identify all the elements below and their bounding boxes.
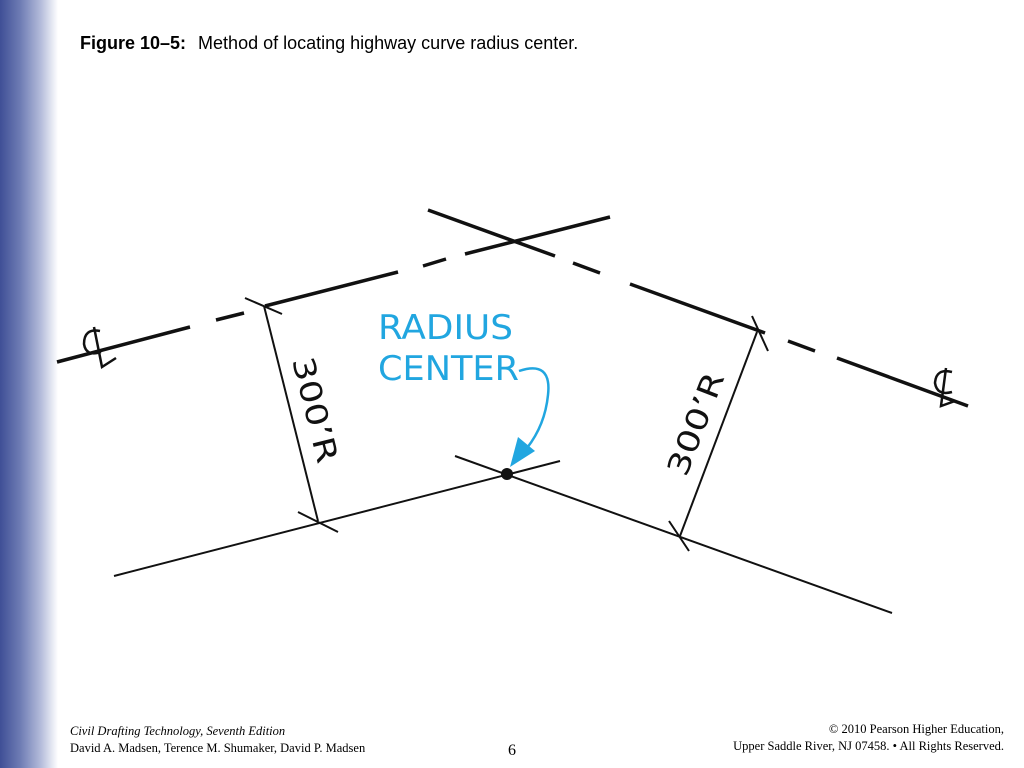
right-centerline-dash-1: [572, 261, 601, 275]
right-centerline-dash-2: [787, 339, 816, 353]
radius-center-label-line1: RADIUS: [378, 308, 513, 348]
left-centerline-dash-4: [464, 215, 611, 256]
left-centerline-dash-2: [215, 311, 245, 322]
book-title: Civil Drafting Technology, Seventh Editi…: [70, 724, 286, 738]
left-tangent-tick: [244, 297, 283, 315]
right-radius-line: [679, 331, 758, 537]
left-offset-tick: [297, 511, 339, 533]
figure-caption: Method of locating highway curve radius …: [198, 33, 579, 53]
footer-copyright: © 2010 Pearson Higher Education, Upper S…: [733, 721, 1004, 755]
page-number: 6: [508, 742, 516, 759]
right-offset-tick: [668, 520, 690, 552]
left-centerline-solid: [264, 270, 399, 308]
right-offset-line: [454, 455, 893, 614]
book-authors: David A. Madsen, Terence M. Shumaker, Da…: [70, 741, 366, 755]
right-tangent-tick: [751, 315, 769, 352]
left-centerline-dash-1: [56, 325, 191, 364]
slide-title: Figure 10–5: Method of locating highway c…: [80, 33, 578, 54]
radius-center-leader: [518, 367, 550, 449]
right-centerline-long: [427, 208, 556, 258]
copyright-line-2: Upper Saddle River, NJ 07458. • All Righ…: [733, 739, 1004, 753]
right-centerline-end: [836, 356, 969, 408]
left-offset-line: [113, 460, 561, 577]
left-centerline-symbol: [82, 326, 117, 370]
copyright-line-1: © 2010 Pearson Higher Education,: [828, 722, 1004, 736]
left-radius-label: 300’R: [284, 353, 344, 466]
figure-number: Figure 10–5:: [80, 33, 187, 53]
right-centerline-symbol: [933, 367, 956, 408]
left-centerline-dash-3: [422, 257, 447, 268]
right-centerline-solid: [629, 282, 766, 335]
footer-book-info: Civil Drafting Technology, Seventh Editi…: [70, 723, 365, 757]
radius-center-point: [501, 468, 513, 480]
slide-side-bar: [0, 0, 58, 768]
radius-center-label-line2: CENTER: [378, 349, 519, 389]
left-radius-line: [263, 305, 319, 522]
radius-center-arrowhead: [510, 437, 535, 467]
